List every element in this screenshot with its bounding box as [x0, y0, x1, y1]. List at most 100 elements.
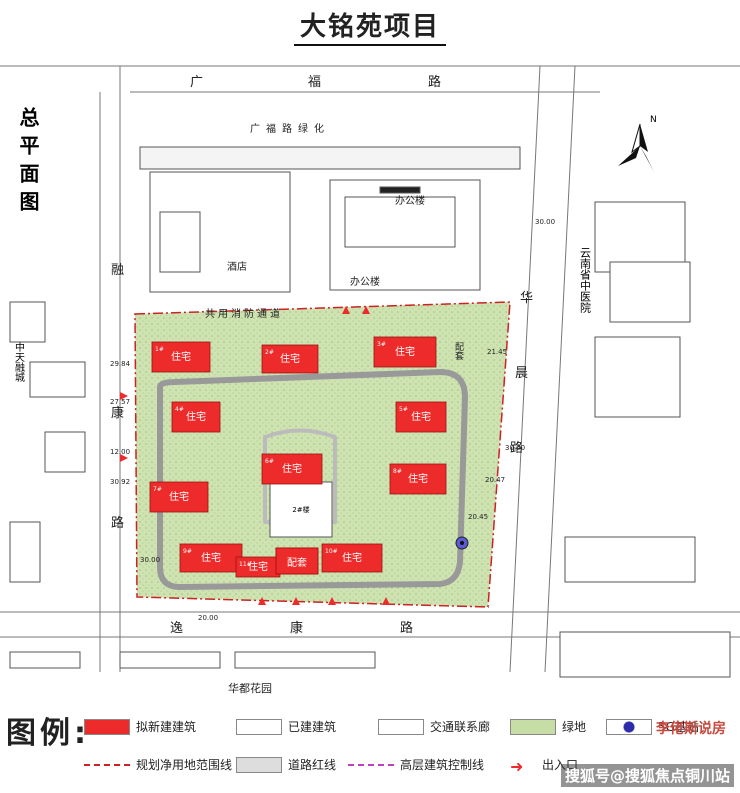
building-code: 2# — [265, 349, 274, 356]
legend-swatch — [378, 718, 424, 735]
building-8 — [389, 463, 447, 495]
road-south-char: 逸 — [170, 621, 183, 636]
label-office-2: 办公楼 — [350, 275, 380, 288]
building-label: 住宅 — [248, 560, 268, 573]
road-east-char: 华 — [520, 291, 533, 306]
legend-label: 交通联系廊 — [430, 720, 491, 734]
building-code: 4# — [175, 406, 184, 413]
legend-item: 拟新建建筑 — [84, 718, 196, 735]
building-5 — [395, 401, 447, 433]
label-east-hospital: 云南省中医院 — [579, 247, 592, 313]
legend-title: 图例: — [6, 716, 90, 751]
legend-label: 规划净用地范围线 — [136, 758, 233, 772]
dimension-label: 20.00 — [198, 614, 218, 622]
building-3 — [373, 336, 437, 368]
legend: 图例: 拟新建建筑 已建建筑 交通联系廊 绿地 5G基站规划净用地范围线 道路红线 高层建筑… — [0, 700, 740, 793]
building-code: 6# — [265, 458, 274, 465]
dimension-label: 30.00 — [535, 218, 555, 226]
legend-swatch — [510, 718, 556, 735]
label-fire-lane: 共用消防通道 — [205, 307, 283, 320]
legend-item: 规划净用地范围线 — [84, 756, 232, 773]
legend-item: 交通联系廊 — [378, 718, 490, 735]
peitao-building — [275, 547, 319, 575]
road-east-char: 晨 — [515, 366, 528, 381]
watermark-2: 搜狐号@搜狐焦点铜川站 — [560, 764, 734, 787]
building-code: 11# — [239, 561, 252, 568]
building-label: 住宅 — [186, 410, 206, 423]
building-7 — [149, 481, 209, 513]
building-label: 住宅 — [171, 350, 191, 363]
legend-swatch — [606, 718, 652, 735]
legend-item: 高层建筑控制线 — [348, 756, 484, 773]
center-courtyard-building — [269, 481, 333, 538]
road-north-char: 福 — [308, 75, 321, 90]
north-compass: N — [618, 115, 657, 172]
plan-label: 总平面图 — [16, 106, 40, 219]
road-north-green: 广福路绿化 — [250, 122, 330, 135]
legend-swatch — [84, 763, 130, 766]
legend-swatch — [236, 756, 282, 773]
site-plan: 2#楼 住宅1#住宅2#住宅3#住宅4#住宅5#住宅6#住宅7#住宅8#住宅9#… — [0, 65, 740, 695]
dimension-label: 21.45 — [487, 348, 507, 356]
building-labels: 住宅1#住宅2#住宅3#住宅4#住宅5#住宅6#住宅7#住宅8#住宅9#住宅10… — [153, 341, 431, 573]
building-label: 住宅 — [201, 551, 221, 564]
building-label: 住宅 — [408, 472, 428, 485]
building-10 — [321, 543, 383, 573]
building-label: 住宅 — [342, 551, 362, 564]
road-south-char: 康 — [290, 620, 303, 636]
building-label: 住宅 — [411, 410, 431, 423]
building-9 — [179, 543, 243, 573]
legend-item: 绿地 — [510, 718, 586, 735]
label-hotel: 酒店 — [227, 260, 247, 273]
building-code: 10# — [325, 548, 338, 555]
new-buildings — [149, 336, 447, 578]
legend-swatch — [348, 763, 394, 766]
watermark: 李佬斯说房 — [656, 721, 726, 737]
building-2 — [261, 344, 319, 374]
road-south-char: 路 — [400, 620, 413, 636]
dimension-label: 12.00 — [110, 448, 130, 456]
legend-item: 道路红线 — [236, 756, 336, 773]
label-office-1: 办公楼 — [395, 194, 425, 207]
road-west-char: 融 — [111, 263, 124, 278]
dimension-label: 30.00 — [505, 444, 525, 452]
building-1 — [151, 341, 211, 373]
legend-label: 已建建筑 — [288, 720, 337, 734]
dimensions: 30.0029.8427.5712.0030.9230.0020.0030.00… — [110, 218, 555, 622]
building-label: 住宅 — [280, 352, 300, 365]
page-title: 大铭苑项目 — [0, 6, 740, 46]
title-text: 大铭苑项目 — [293, 12, 446, 46]
building-code: 9# — [183, 548, 192, 555]
road-west-char: 康 — [111, 405, 124, 421]
building-code: 5# — [399, 406, 408, 413]
dimension-label: 27.57 — [110, 398, 130, 406]
road-north-char: 路 — [428, 74, 441, 90]
legend-label: 绿地 — [562, 720, 587, 734]
center-building-code: 2#楼 — [292, 505, 309, 514]
dimension-label: 29.84 — [110, 360, 131, 368]
legend-swatch — [84, 718, 130, 735]
dimension-label: 20.45 — [468, 513, 488, 521]
building-code: 7# — [153, 486, 162, 493]
building-label: 住宅 — [169, 490, 189, 503]
legend-item: 已建建筑 — [236, 718, 336, 735]
label-west-community: 中天融城 — [13, 341, 25, 383]
building-code: 3# — [377, 341, 386, 348]
internal-roads — [157, 369, 468, 590]
legend-swatch: ➜ — [510, 756, 524, 776]
road-west-char: 路 — [111, 515, 124, 531]
building-4 — [171, 401, 221, 433]
building-label: 住宅 — [395, 345, 415, 358]
legend-item: 5G基站 — [606, 718, 699, 735]
peitao-label-south: 配套 — [287, 556, 307, 569]
legend-label: 高层建筑控制线 — [400, 758, 485, 772]
building-code: 8# — [393, 468, 402, 475]
compass-n: N — [650, 115, 657, 125]
label-south-community: 华都花园 — [228, 681, 272, 695]
legend-label: 道路红线 — [288, 758, 337, 772]
peitao-label-north: 配套 — [453, 342, 464, 361]
road-network — [0, 65, 740, 673]
legend-swatch — [236, 718, 282, 735]
building-code: 1# — [155, 346, 164, 353]
existing-buildings — [9, 146, 731, 678]
